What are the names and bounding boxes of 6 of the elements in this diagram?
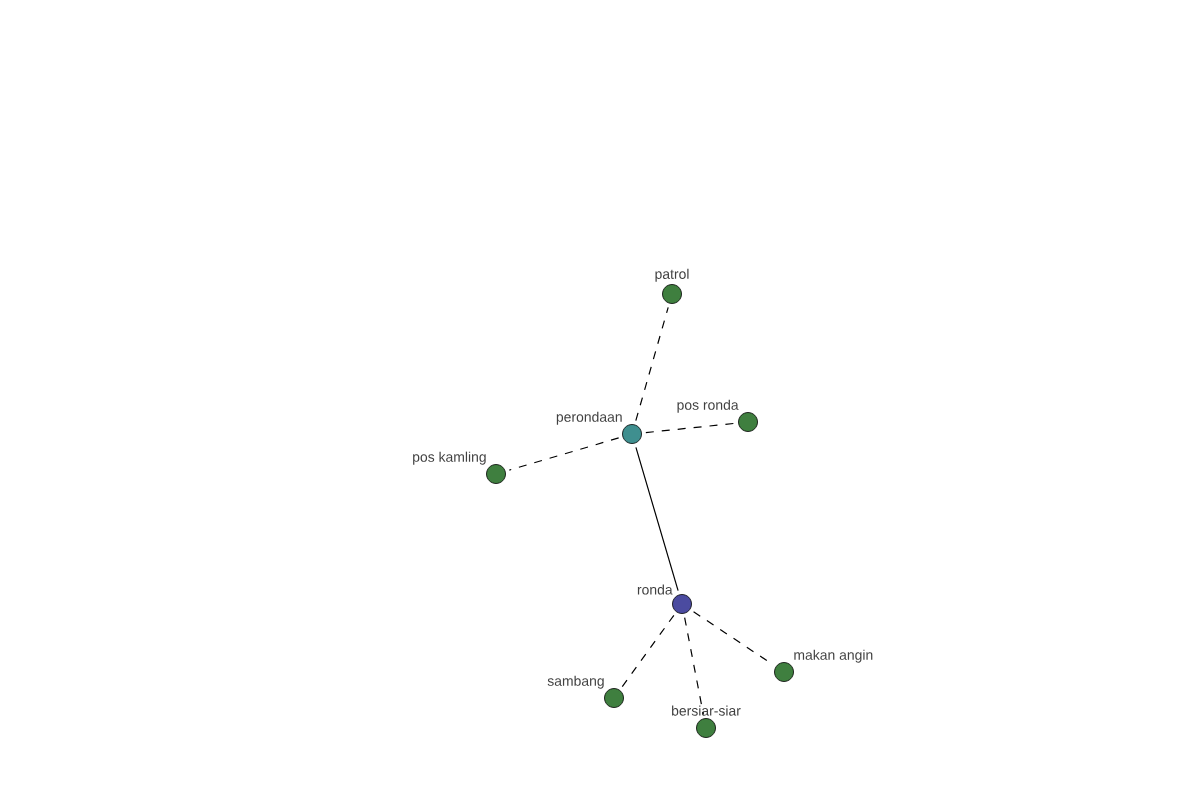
edge-line: [635, 306, 669, 422]
edge-line: [645, 422, 735, 434]
edge-line: [621, 614, 675, 688]
edge-line: [684, 617, 704, 715]
edge-line: [508, 437, 620, 471]
edge-line: [635, 446, 679, 592]
